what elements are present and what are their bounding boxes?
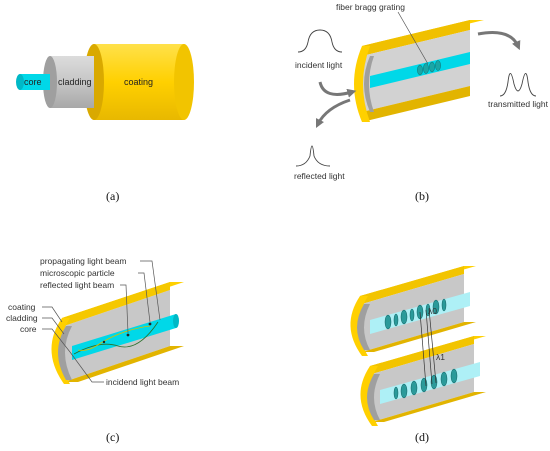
caption-a: (a) <box>106 189 119 203</box>
grating-3 <box>429 61 435 73</box>
propagating-beam <box>73 321 159 355</box>
coating-top-face <box>62 282 170 326</box>
panel-a: core cladding coating (a) <box>16 44 194 203</box>
label-lambda0: λ0 <box>428 306 437 316</box>
grating <box>432 299 440 315</box>
reflected-beam <box>77 325 151 351</box>
core-channel <box>72 314 176 360</box>
leader-cladding <box>42 317 65 335</box>
grating-1 <box>417 64 423 76</box>
incident-arrow <box>318 81 357 98</box>
reflected-pulse <box>295 145 331 167</box>
grating-leader <box>397 11 429 65</box>
coating-front-ring <box>360 366 378 426</box>
coating-top-face <box>370 336 474 374</box>
cladding-front <box>357 304 370 350</box>
particle-3 <box>102 340 106 344</box>
leader-coating <box>42 306 63 323</box>
panel-b: fiber bragg grating incident light trans… <box>294 2 549 203</box>
label-incident: incident light <box>295 60 343 70</box>
grating <box>409 308 415 322</box>
leader-propagating <box>140 260 161 321</box>
label-core: core <box>24 77 42 87</box>
core-end <box>173 314 179 328</box>
label-particle: microscopic particle <box>40 268 115 278</box>
panel-c: propagating light beam microscopic parti… <box>6 256 184 444</box>
incident-pulse <box>297 29 343 53</box>
bragg-gratings <box>417 60 441 76</box>
label-coating: coating <box>124 77 153 87</box>
grating <box>440 371 448 387</box>
coating-body-bottom <box>362 86 470 122</box>
reflected-arrow <box>315 98 351 129</box>
grating <box>410 380 418 396</box>
period-lines <box>419 308 437 387</box>
coating-front-ring <box>350 296 368 356</box>
core-front-face <box>16 74 24 90</box>
caption-d: (d) <box>415 430 429 444</box>
label-cladding: cladding <box>6 313 38 323</box>
leader-reflected <box>120 284 129 334</box>
coating-bottom <box>372 392 486 422</box>
label-cladding: cladding <box>58 77 92 87</box>
grating <box>400 309 408 325</box>
grating-4 <box>435 60 441 71</box>
grating-band <box>384 298 447 330</box>
coating-front-ring <box>354 46 370 122</box>
grating <box>450 368 458 384</box>
grating <box>441 298 447 312</box>
lower-fiber <box>360 336 486 426</box>
leader-core <box>42 328 71 353</box>
cladding-front <box>367 374 380 420</box>
label-coating: coating <box>8 302 36 312</box>
coating-bottom <box>362 322 476 352</box>
label-grating: fiber bragg grating <box>336 2 405 12</box>
core-cylinder <box>20 74 50 90</box>
particle-2 <box>148 322 152 326</box>
coating-bottom <box>64 346 184 382</box>
label-lambda1: λ1 <box>436 352 445 362</box>
cladding-cylinder <box>50 56 94 108</box>
coating-top-face <box>360 266 464 304</box>
label-incident-beam: incidend light beam <box>106 377 179 387</box>
label-propagating: propagating light beam <box>40 256 126 266</box>
panel-d: λ0 λ1 (d) <box>350 266 486 444</box>
label-reflected-beam: reflected light beam <box>40 280 114 290</box>
grating <box>400 383 408 399</box>
caption-b: (b) <box>415 189 429 203</box>
transmitted-pulse <box>499 73 537 97</box>
label-reflected: reflected light <box>294 171 345 181</box>
caption-c: (c) <box>106 430 119 444</box>
grating <box>393 386 399 400</box>
leader-incident <box>69 351 104 383</box>
grating <box>384 314 392 330</box>
label-transmitted: transmitted light <box>488 99 549 109</box>
period-line <box>419 311 427 387</box>
coating-cylinder <box>94 44 184 120</box>
grating-2 <box>423 63 429 74</box>
cladding-front <box>58 326 72 380</box>
period-line <box>425 309 433 385</box>
label-core: core <box>20 324 37 334</box>
coating-body-top <box>362 20 470 56</box>
leader-particle <box>138 272 151 323</box>
transmitted-arrow <box>477 31 521 51</box>
cladding-front <box>364 56 374 112</box>
particle-1 <box>126 333 130 337</box>
grating <box>393 313 399 327</box>
period-line <box>428 308 437 384</box>
coating-end <box>174 44 194 120</box>
